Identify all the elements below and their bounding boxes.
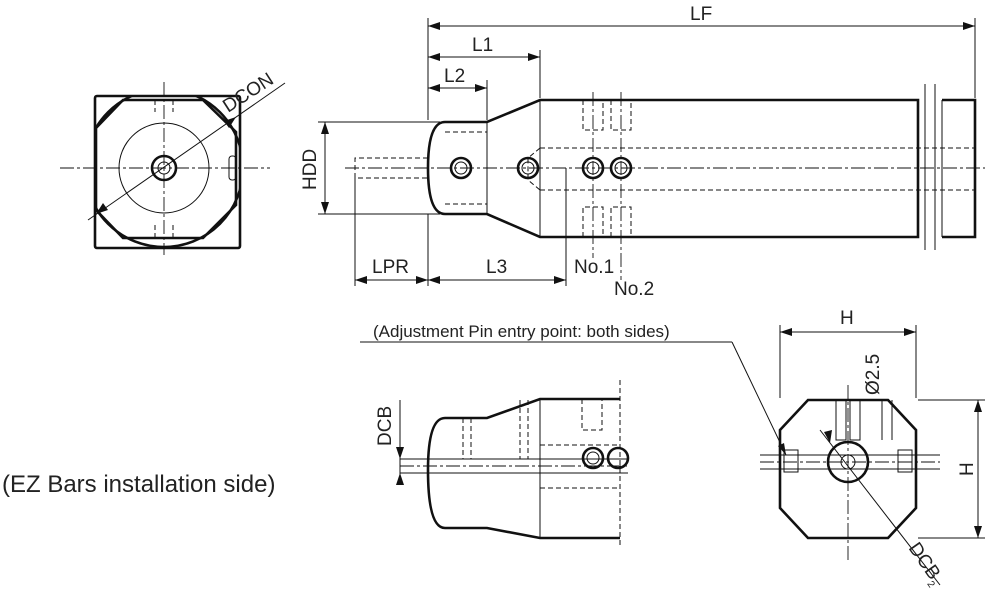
side-view-main [345,84,985,280]
label-dcon: DCON [219,69,277,117]
label-dcb: DCB [375,406,396,446]
label-l1: L1 [472,35,493,56]
label-pin-dia: Ø2.5 [863,354,884,395]
end-view-bottom [360,325,985,586]
adjustment-pin-note: (Adjustment Pin entry point: both sides) [373,322,670,341]
label-h-side: H [957,462,978,476]
label-hdd: HDD [300,149,321,190]
label-l3: L3 [486,257,507,278]
end-view-top [60,82,286,255]
ez-bars-note: (EZ Bars installation side) [2,471,275,498]
side-view-partial [396,380,630,545]
label-dcb2: DCB2 [901,539,947,591]
label-lf: LF [690,4,712,25]
label-no1: No.1 [574,257,614,278]
label-h-top: H [840,308,854,329]
label-lpr: LPR [372,257,409,278]
dimensions-main [318,18,976,286]
label-l2: L2 [444,66,465,87]
label-no2: No.2 [614,279,654,300]
labels: LF L1 L2 HDD LPR L3 No.1 No.2 DCON DCB H… [2,4,978,590]
